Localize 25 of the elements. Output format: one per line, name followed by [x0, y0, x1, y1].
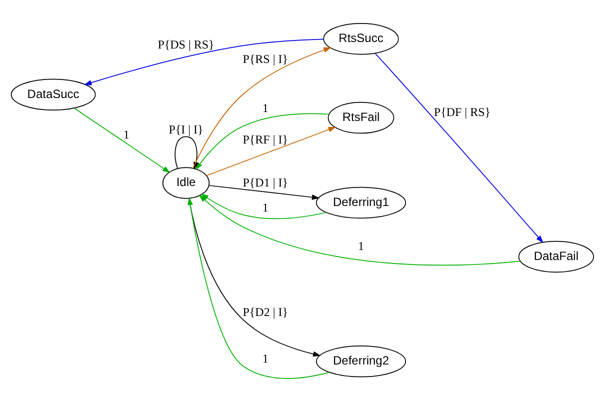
node-ellipse: Deferring2 [316, 346, 406, 378]
edge-label: P{DS | RS} [158, 37, 214, 52]
arrow [192, 47, 332, 168]
arrow [200, 194, 327, 220]
edge-label: 1 [262, 351, 268, 366]
arrow [188, 197, 330, 379]
edge-label: P{I | I} [168, 122, 204, 136]
arrow [208, 185, 320, 200]
edge-label: 1 [262, 200, 268, 214]
edge-label: P{RS | I} [242, 52, 288, 66]
edge-label: P{D1 | I} [242, 176, 288, 190]
edge-label: P{DF | RS} [434, 105, 491, 120]
edge-label: P{D2 | I} [242, 305, 288, 320]
edge-label: P{RF | I} [242, 132, 288, 147]
arrow [74, 108, 170, 173]
arrow [188, 198, 321, 357]
node-ellipse: Deferring1 [316, 186, 406, 219]
arrow [374, 53, 544, 244]
arrow [195, 113, 330, 170]
arrow [84, 38, 324, 86]
edge-label: 1 [123, 128, 130, 142]
edge-label: 1 [262, 100, 268, 115]
node-ellipse: DataFail [518, 240, 594, 273]
edge-label: 1 [358, 239, 364, 254]
arrow [206, 126, 336, 176]
